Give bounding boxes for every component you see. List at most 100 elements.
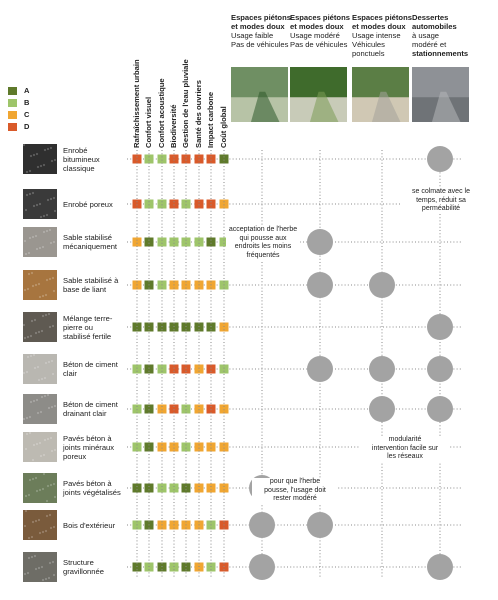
criterion-header: Confort acoustique (157, 78, 166, 148)
suitability-circle (427, 314, 453, 340)
material-label-line: Enrobé (63, 145, 88, 155)
thumbnail-grain (26, 287, 30, 291)
thumbnail-grain (23, 572, 27, 576)
material-label-line: Enrobé poreux (63, 199, 113, 209)
use-subtitle-bold: stationnements (412, 49, 469, 58)
thumbnail-grain (42, 230, 46, 234)
material-label-line: pierre ou (63, 322, 93, 332)
thumbnail-grain (53, 404, 57, 408)
thumbnail-grain (29, 334, 33, 338)
thumbnail-grain (30, 271, 34, 275)
thumbnail-grain (34, 476, 38, 480)
thumbnail-grain (38, 531, 42, 535)
thumbnail-texture (23, 270, 57, 300)
thumbnail-grain (49, 146, 53, 150)
material-label-line: Sable stabilisé (63, 233, 112, 242)
thumbnail-grain (34, 234, 38, 238)
thumbnail-grain (39, 410, 43, 414)
annotation-line: pour que l'herbe (269, 478, 321, 485)
thumbnail-grain (52, 240, 56, 244)
thumbnail-grain (26, 355, 30, 359)
use-subtitle-line: Usage intense (352, 31, 401, 40)
grade-square (194, 442, 204, 452)
grade-square (219, 364, 229, 374)
thumbnail-grain (51, 560, 55, 564)
material-thumbnail (23, 431, 57, 462)
use-photo (352, 67, 409, 122)
thumbnail-grain (34, 519, 38, 523)
thumbnail-grain (44, 313, 48, 317)
thumbnail-grain (30, 555, 34, 559)
thumbnail-grain (31, 191, 35, 195)
material-label-line: Pavés béton à (63, 433, 112, 443)
thumbnail-texture (23, 473, 57, 503)
material-label-line: Bois d'extérieur (63, 520, 116, 530)
thumbnail-grain (27, 536, 31, 540)
thumbnail-grain (41, 245, 45, 249)
suitability-circle (427, 396, 453, 422)
use-subtitle-line: Usage modéré (290, 31, 340, 40)
grade-square (194, 199, 204, 209)
annotation-line: temps, réduit sa (416, 196, 466, 204)
grade-square (144, 199, 154, 209)
thumbnail-grain (47, 360, 51, 364)
thumbnail-grain (44, 529, 48, 533)
thumbnail-grain (49, 197, 53, 201)
thumbnail-grain (47, 312, 51, 316)
thumbnail-grain (53, 495, 57, 499)
thumbnail-grain (25, 193, 29, 197)
thumbnail-grain (23, 288, 27, 292)
legend-swatch (8, 87, 17, 95)
grade-square (132, 237, 142, 247)
grade-square (169, 442, 179, 452)
material-label-line: joints minéraux (63, 442, 115, 452)
thumbnail-grain (37, 518, 41, 522)
thumbnail-grain (46, 147, 50, 151)
thumbnail-texture (23, 227, 57, 257)
thumbnail-grain (25, 170, 29, 174)
material-label: Bois d'extérieur (63, 521, 127, 530)
thumbnail-grain (39, 215, 43, 219)
grade-square (169, 483, 179, 493)
grade-square (169, 199, 179, 209)
use-title-line: et modes doux (290, 22, 344, 31)
thumbnail-grain (31, 458, 35, 462)
thumbnail-grain (32, 153, 36, 157)
annotation-line: perméabilité (421, 205, 461, 212)
thumbnail-grain (53, 209, 57, 213)
grade-square (132, 199, 142, 209)
thumbnail-texture (23, 510, 57, 540)
use-subtitle-line: Véhicules (352, 40, 385, 49)
suitability-circle (427, 554, 453, 580)
thumbnail-grain (26, 335, 30, 339)
thumbnail-grain (49, 526, 53, 530)
annotation-line: pousse, l'usage doit (264, 486, 326, 494)
grade-square (181, 364, 191, 374)
thumbnail-grain (52, 289, 56, 293)
material-thumbnail (23, 270, 57, 300)
grade-square (206, 404, 216, 414)
grade-square (206, 442, 216, 452)
thumbnail-grain (25, 416, 29, 420)
photo-path (250, 91, 280, 122)
thumbnail-texture (23, 552, 57, 582)
thumbnail-grain (50, 359, 54, 363)
thumbnail-grain (52, 525, 56, 529)
thumbnail-grain (41, 487, 45, 491)
thumbnail-grain (24, 447, 28, 451)
thumbnail-grain (52, 573, 56, 577)
thumbnail-texture (23, 144, 57, 174)
thumbnail-grain (31, 477, 35, 481)
photo-path (431, 91, 461, 122)
criterion-header: Impact carbone (206, 91, 215, 148)
criterion-header: Santé des ouvriers (194, 80, 203, 148)
suitability-circle (307, 512, 333, 538)
grade-square (206, 199, 216, 209)
material-thumbnail (23, 472, 57, 503)
criterion-header: Rafraîchissement urbain (132, 59, 141, 148)
